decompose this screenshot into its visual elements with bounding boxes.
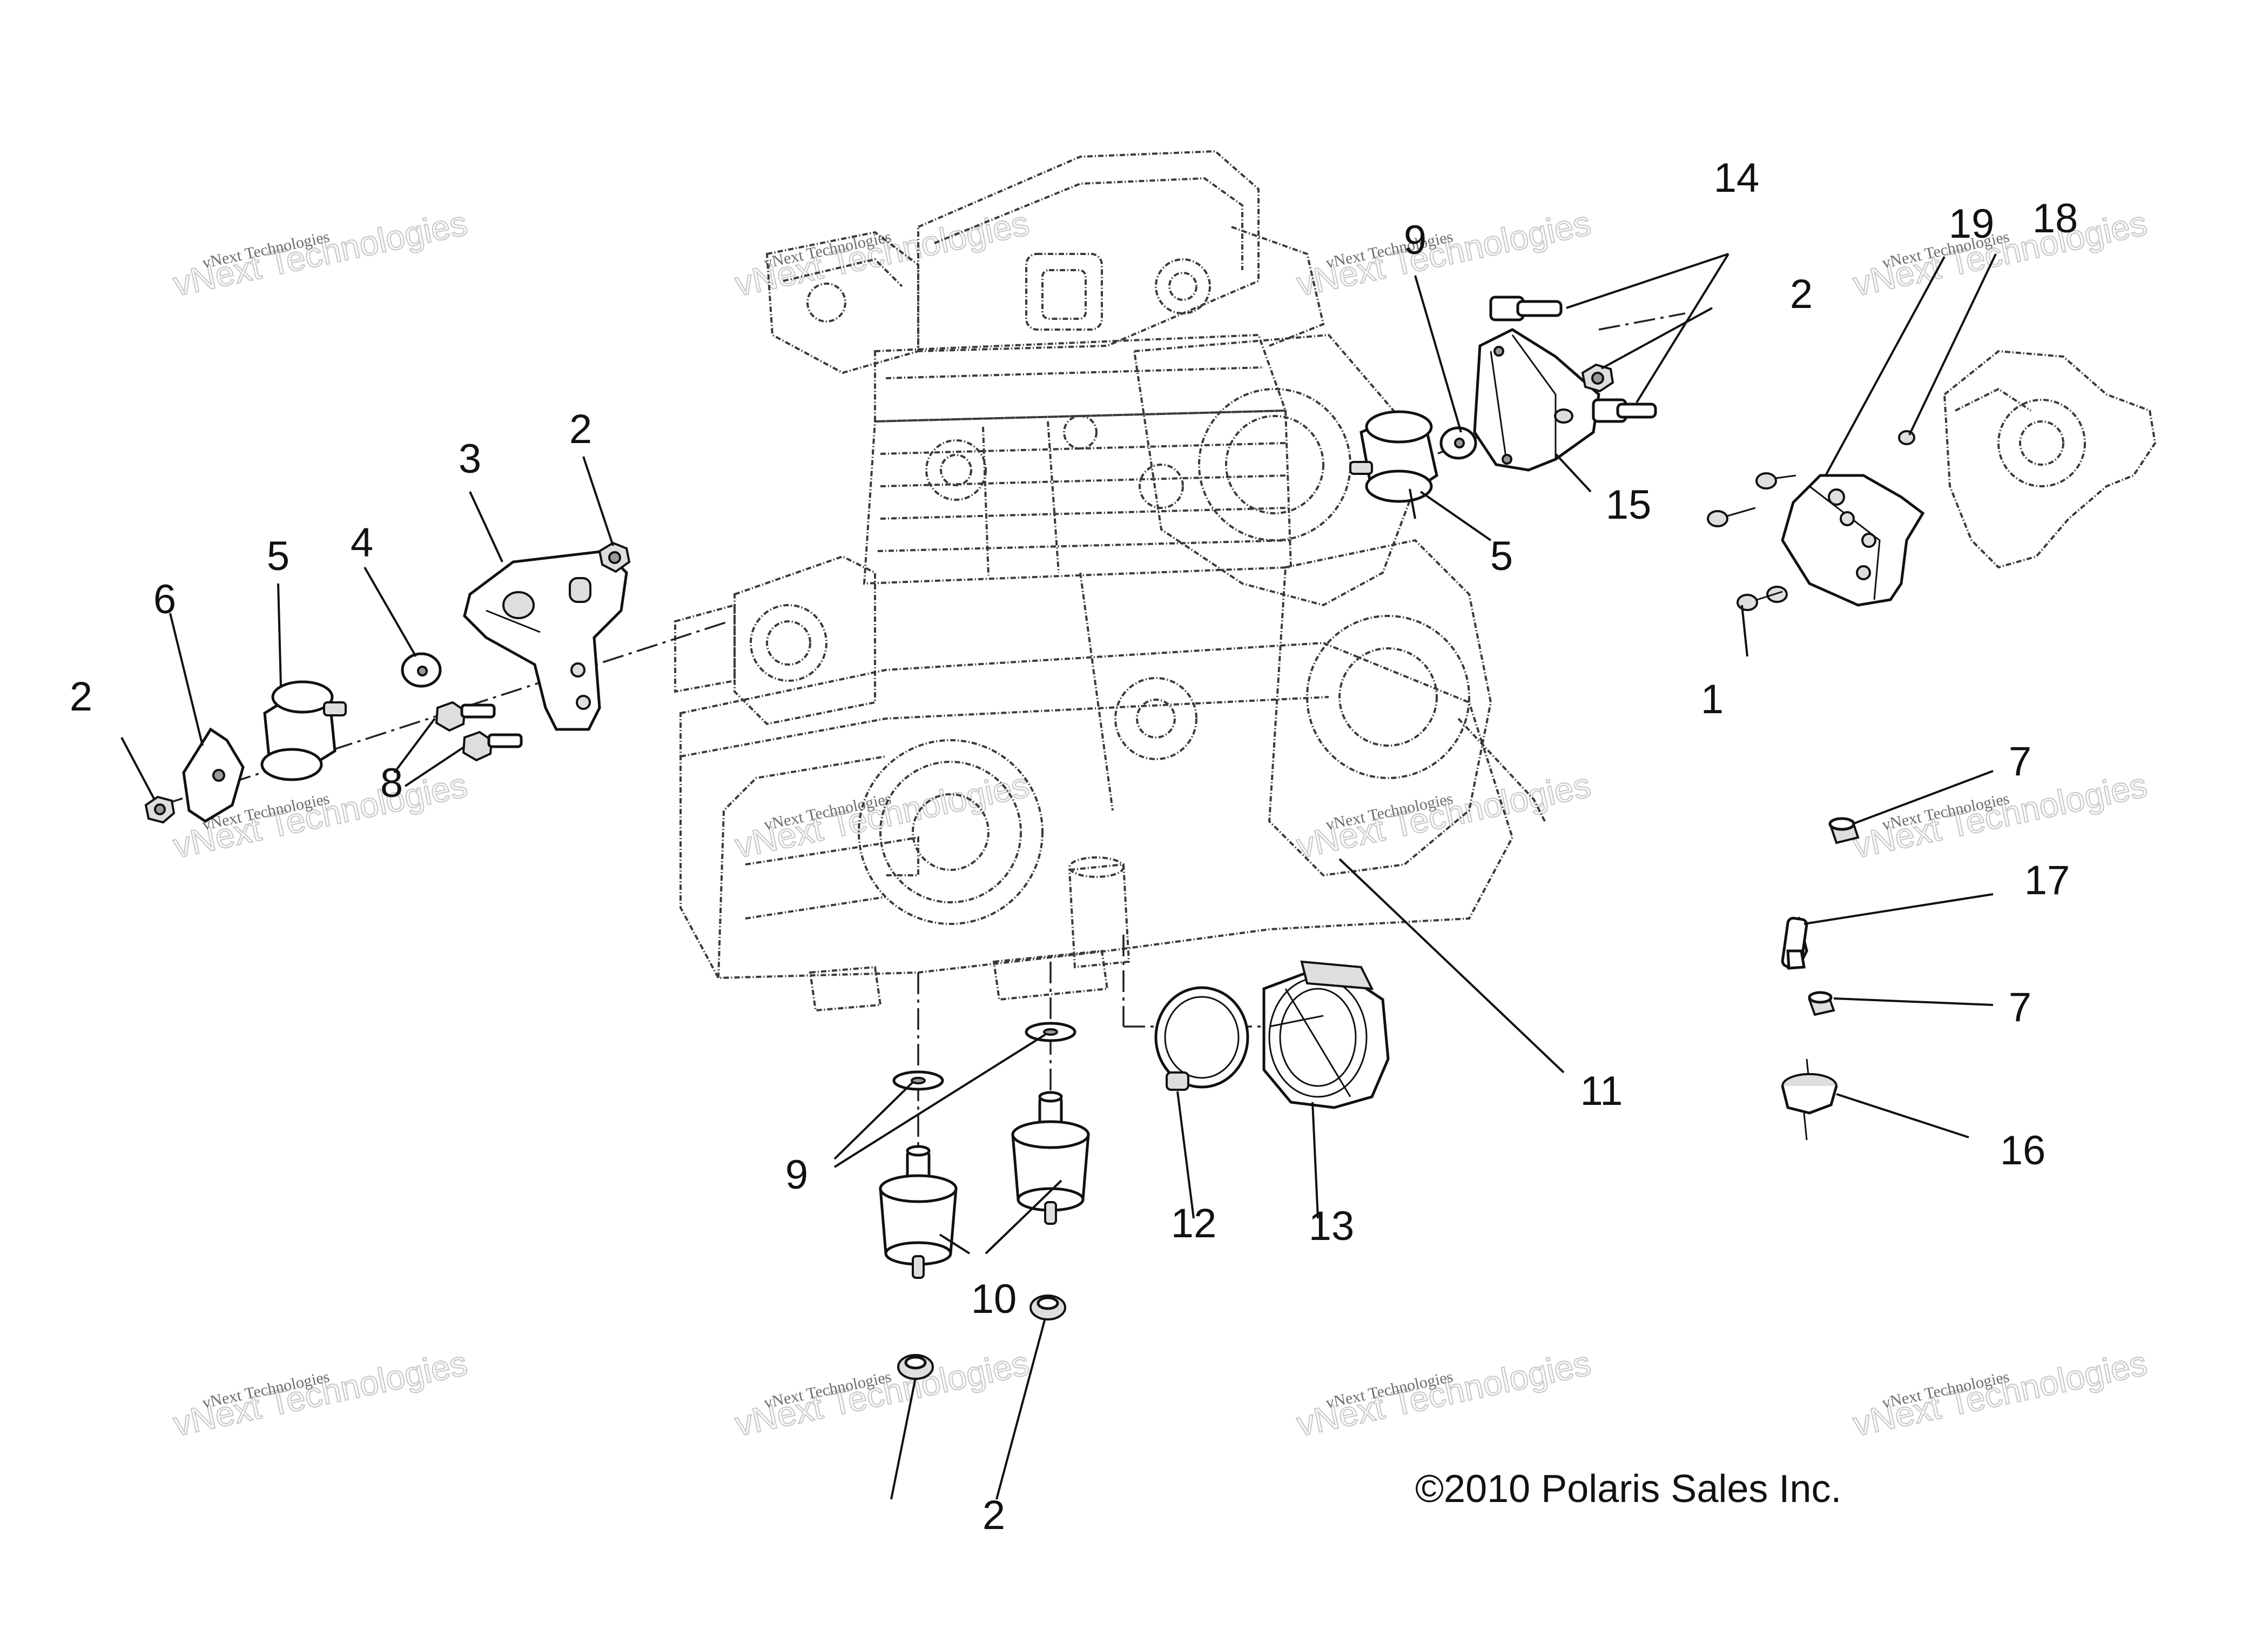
callout-14: 14 bbox=[1714, 155, 1760, 201]
callout-2: 2 bbox=[982, 1492, 1005, 1538]
callout-17: 17 bbox=[2024, 857, 2070, 903]
bracket-part-19 bbox=[1781, 474, 1925, 607]
pin-part-17 bbox=[1781, 916, 1808, 970]
callout-7: 7 bbox=[2009, 739, 2031, 785]
callout-4: 4 bbox=[351, 520, 373, 566]
rubber-mount-part-10 bbox=[879, 1091, 1090, 1279]
rubber-mount-part-5-left bbox=[260, 680, 347, 781]
callout-2: 2 bbox=[1790, 271, 1813, 317]
bracket-part-3 bbox=[463, 549, 628, 731]
callout-15: 15 bbox=[1606, 482, 1652, 528]
callout-19: 19 bbox=[1949, 201, 1995, 247]
callout-12: 12 bbox=[1171, 1201, 1217, 1246]
watermark: vNext Technologies vNext Technologies bbox=[731, 765, 1033, 866]
bracket-part-15 bbox=[1473, 328, 1600, 472]
callout-13: 13 bbox=[1309, 1203, 1355, 1249]
watermark: vNext Technologies vNext Technologies bbox=[1293, 765, 1594, 866]
callout-2: 2 bbox=[569, 406, 592, 452]
rubber-mount-part-5-right bbox=[1349, 410, 1438, 503]
watermark: vNext Technologies vNext Technologies bbox=[169, 203, 471, 304]
nut-part-2-right bbox=[1581, 363, 1614, 393]
callout-9: 9 bbox=[785, 1152, 808, 1198]
watermark: vNext Technologies vNext Technologies bbox=[1293, 1343, 1594, 1444]
bushing-part-7-bottom bbox=[1808, 991, 1835, 1016]
callout-1: 1 bbox=[1701, 676, 1724, 722]
copyright-notice: ©2010 Polaris Sales Inc. bbox=[1415, 1467, 1841, 1511]
watermark: vNext Technologies vNext Technologies bbox=[731, 203, 1033, 304]
callout-9: 9 bbox=[1404, 217, 1426, 263]
cup-washer-part-6 bbox=[182, 727, 245, 823]
clamp-part-12 bbox=[1154, 986, 1249, 1091]
callout-5: 5 bbox=[267, 533, 290, 579]
watermark: vNext Technologies vNext Technologies bbox=[1849, 1343, 2151, 1444]
watermark: vNext Technologies vNext Technologies bbox=[731, 1343, 1033, 1444]
callout-3: 3 bbox=[459, 436, 481, 482]
stud-mount-part-16 bbox=[1781, 1058, 1838, 1141]
boot-part-13 bbox=[1262, 960, 1390, 1109]
engine-block bbox=[674, 150, 1546, 1012]
bolt-part-8 bbox=[435, 701, 523, 762]
callout-10: 10 bbox=[971, 1276, 1017, 1322]
watermark: vNext Technologies vNext Technologies bbox=[1293, 203, 1594, 304]
callouts: 1 2 2 2 2 3 4 5 5 6 7 7 8 9 9 10 11 12 1… bbox=[70, 155, 2078, 1538]
watermark: vNext Technologies vNext Technologies bbox=[169, 1343, 471, 1444]
callout-16: 16 bbox=[2000, 1128, 2046, 1174]
bushing-part-7-top bbox=[1828, 817, 1860, 844]
callout-7: 7 bbox=[2009, 984, 2031, 1030]
washer-part-9-bottom bbox=[892, 1022, 1076, 1091]
leader-lines bbox=[120, 253, 1997, 1500]
bolt-part-14 bbox=[1489, 296, 1657, 423]
callout-2: 2 bbox=[70, 674, 92, 720]
callout-11: 11 bbox=[1580, 1068, 1623, 1114]
callout-6: 6 bbox=[153, 576, 176, 622]
nut-part-2-bottom bbox=[897, 1295, 1066, 1380]
watermark: vNext Technologies vNext Technologies bbox=[1849, 765, 2151, 866]
nut-part-2-left bbox=[144, 795, 176, 824]
callout-18: 18 bbox=[2033, 196, 2078, 242]
transmission-part-18 bbox=[1898, 350, 2157, 569]
callout-5: 5 bbox=[1490, 533, 1513, 579]
washer-part-4 bbox=[401, 652, 442, 688]
washer-part-9-right bbox=[1439, 426, 1477, 460]
bolt-part-1 bbox=[1707, 472, 1796, 611]
callout-8: 8 bbox=[380, 760, 403, 806]
watermark: vNext Technologies vNext Technologies bbox=[1849, 203, 2151, 304]
